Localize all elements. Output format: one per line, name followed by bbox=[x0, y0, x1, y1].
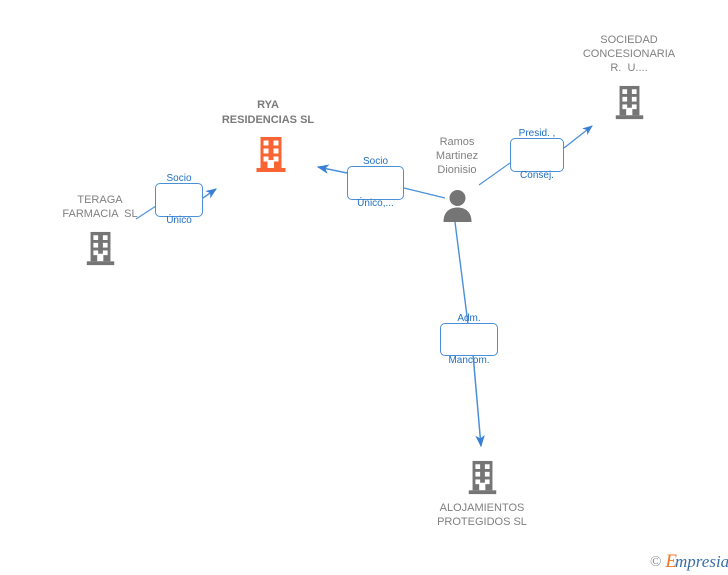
edge-label-teraga-to-rya[interactable]: Socio Único bbox=[155, 173, 203, 226]
node-label-rya-line2: RESIDENCIAS SL bbox=[221, 114, 315, 126]
edge-label-persona-to-alojamientos[interactable]: Adm. Mancom. bbox=[440, 313, 498, 366]
edge-label-line1: Adm. bbox=[457, 312, 481, 324]
node-label-alojamientos-line1: ALOJAMIENTOS bbox=[439, 502, 525, 514]
edge-label-line2: Único,... bbox=[357, 198, 394, 209]
building-icon bbox=[256, 137, 286, 172]
edge-label-line1: Socio bbox=[362, 156, 388, 167]
building-icon bbox=[468, 460, 497, 495]
edge-label-line1: Presid. , bbox=[518, 128, 556, 139]
node-label-teraga-line1: TERAGA bbox=[77, 194, 123, 206]
node-label-persona-line2: Martinez bbox=[435, 150, 479, 162]
brand-initial: E bbox=[665, 551, 678, 572]
node-label-teraga-line2: FARMACIA SL bbox=[62, 208, 138, 220]
copyright-icon: © bbox=[650, 553, 662, 570]
edge-label-line2: Mancom. bbox=[448, 354, 490, 366]
edge-label-line2: Único bbox=[166, 215, 192, 226]
node-label-concesionaria-line3: R. U.... bbox=[610, 62, 648, 74]
edge-label-persona-to-rya[interactable]: Socio Único,... bbox=[347, 156, 404, 209]
brand-rest: mpresia bbox=[675, 552, 728, 571]
empresia-watermark: © Empresia bbox=[650, 552, 728, 572]
node-label-persona-line1: Ramos bbox=[439, 136, 475, 148]
building-icon bbox=[615, 85, 644, 120]
person-icon bbox=[443, 190, 472, 222]
node-label-persona-line3: Dionisio bbox=[437, 164, 477, 176]
node-label-rya-line1: RYA bbox=[257, 99, 279, 111]
node-label-alojamientos-line2: PROTEGIDOS SL bbox=[437, 516, 527, 528]
edge-label-persona-to-concesionaria[interactable]: Presid. , Consej. bbox=[510, 128, 564, 181]
node-label-concesionaria-line2: CONCESIONARIA bbox=[582, 48, 676, 60]
brand-wordmark: Empresia bbox=[665, 552, 728, 572]
node-label-concesionaria-line1: SOCIEDAD bbox=[600, 34, 658, 46]
building-icon bbox=[86, 231, 115, 266]
edge-label-line2: Consej. bbox=[520, 170, 554, 181]
edge-label-line1: Socio bbox=[166, 173, 192, 184]
